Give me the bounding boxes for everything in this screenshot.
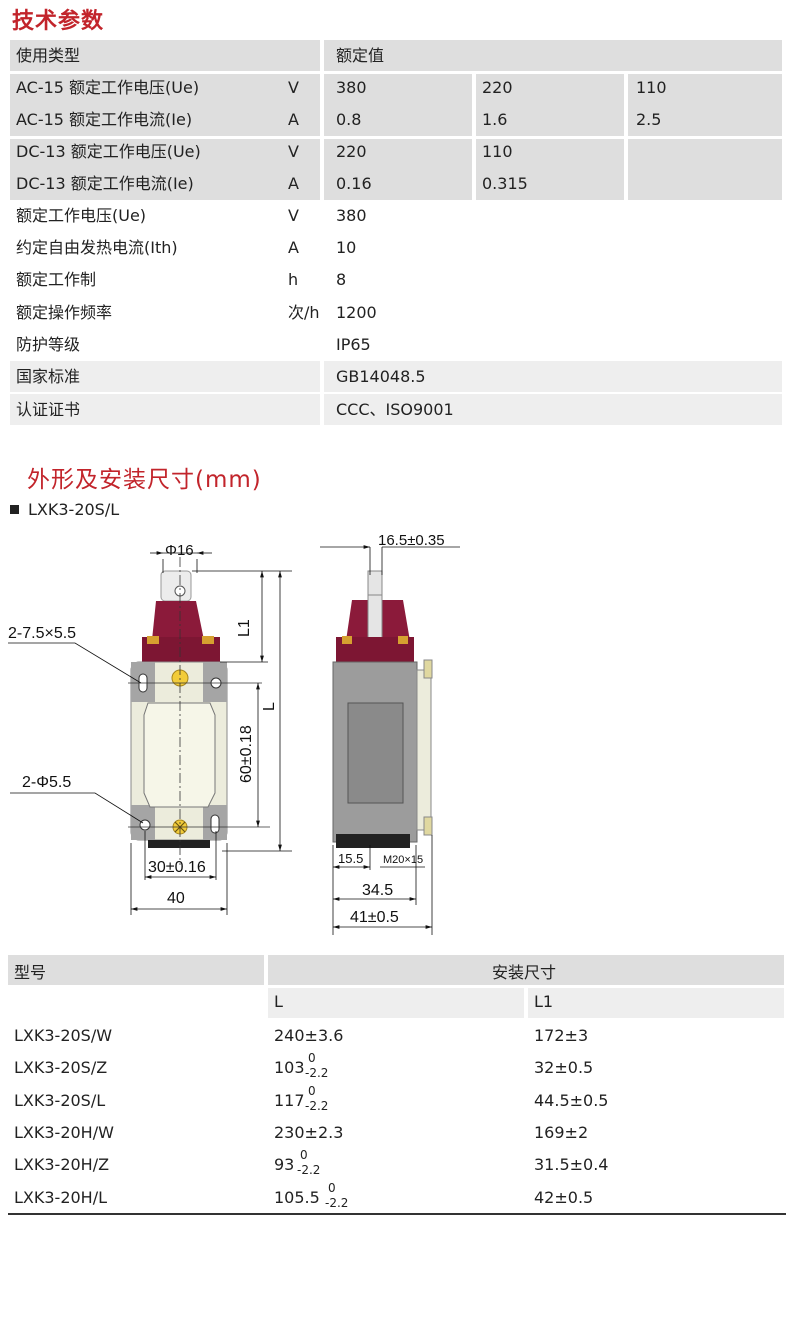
mount-col-L1: L1	[534, 992, 554, 1011]
spec-row-value: 1.6	[482, 110, 508, 129]
section-title-dimensions: 外形及安装尺寸(mm)	[27, 467, 262, 493]
spec-row-value: 8	[336, 270, 347, 289]
spec-row-name: 额定工作电压(Ue)	[16, 206, 147, 225]
mount-row-L-upper: 0	[300, 1148, 308, 1162]
mount-col-dim: 安装尺寸	[492, 963, 557, 982]
mount-row-L: 117	[274, 1091, 305, 1110]
spec-row-name: DC-13 额定工作电压(Ue)	[16, 142, 201, 161]
dim-slot: 2-7.5×5.5	[8, 625, 76, 642]
mount-row-L: 240±3.6	[274, 1026, 344, 1045]
dim-40: 40	[167, 890, 185, 907]
spec-row-value: CCC、ISO9001	[336, 400, 454, 419]
side-view	[320, 545, 460, 935]
mount-col-model: 型号	[14, 963, 47, 982]
spec-row-name: 防护等级	[16, 335, 81, 354]
bullet-square	[10, 505, 19, 514]
specs-header-type: 使用类型	[16, 46, 81, 65]
dim-15-5: 15.5	[338, 851, 363, 866]
mount-row-L1: 32±0.5	[534, 1058, 594, 1077]
mount-row-L-upper: 0	[308, 1084, 316, 1098]
mount-row-model: LXK3-20H/L	[14, 1188, 108, 1207]
dim-L1: L1	[236, 619, 253, 637]
dim-hole: 2-Φ5.5	[22, 774, 71, 791]
spec-row-name: 国家标准	[16, 367, 81, 386]
dim-34-5: 34.5	[362, 882, 393, 899]
spec-row-name: AC-15 额定工作电流(Ie)	[16, 110, 193, 129]
mount-row-L: 105.5	[274, 1188, 320, 1207]
mount-row-model: LXK3-20S/L	[14, 1091, 106, 1110]
mount-row-L1: 172±3	[534, 1026, 589, 1045]
dim-m20: M20×15	[383, 854, 423, 866]
spec-row-value: 380	[336, 78, 367, 97]
spec-row-value: 2.5	[636, 110, 662, 129]
mount-row-model: LXK3-20H/Z	[14, 1155, 110, 1174]
mount-row-model: LXK3-20S/W	[14, 1026, 113, 1045]
dim-30: 30±0.16	[148, 859, 206, 876]
spec-row-unit: A	[288, 110, 299, 129]
spec-row-name: AC-15 额定工作电压(Ue)	[16, 78, 200, 97]
dimension-drawing: Φ16 2-7.5×5.5 2-Φ5.5 L1 L 60±0.18 30±0.1…	[8, 532, 460, 935]
spec-row-name: 认证证书	[16, 400, 81, 419]
mount-row-L-lower: -2.2	[297, 1163, 321, 1177]
spec-row-name: 约定自由发热电流(Ith)	[16, 238, 178, 257]
spec-row-unit: A	[288, 238, 299, 257]
spec-row-unit: h	[288, 270, 299, 289]
spec-row-value: 220	[482, 78, 513, 97]
spec-row-unit: A	[288, 174, 299, 193]
mount-row-L1: 31.5±0.4	[534, 1155, 609, 1174]
spec-row-unit: V	[288, 78, 299, 97]
spec-row-value: 0.8	[336, 110, 362, 129]
spec-row-unit: V	[288, 142, 299, 161]
dim-60: 60±0.18	[238, 725, 255, 783]
spec-row-value: 380	[336, 206, 367, 225]
spec-row-value: 110	[482, 142, 513, 161]
mount-row-L: 93	[274, 1155, 295, 1174]
specs-header-rated: 额定值	[336, 46, 385, 65]
mount-row-L1: 169±2	[534, 1123, 589, 1142]
spec-row-value: GB14048.5	[336, 367, 426, 386]
mount-row-model: LXK3-20H/W	[14, 1123, 114, 1142]
spec-row-name: 额定操作频率	[16, 303, 113, 322]
front-view	[8, 551, 292, 915]
spec-row-name: 额定工作制	[16, 270, 97, 289]
mount-row-L1: 42±0.5	[534, 1188, 594, 1207]
spec-row-value: 110	[636, 78, 667, 97]
spec-row-unit: 次/h	[288, 303, 320, 322]
spec-row-unit: V	[288, 206, 299, 225]
mount-row-L-lower: -2.2	[325, 1196, 349, 1210]
mount-row-L: 230±2.3	[274, 1123, 344, 1142]
spec-row-value: 0.315	[482, 174, 528, 193]
spec-row-value: 10	[336, 238, 357, 257]
mount-row-L1: 44.5±0.5	[534, 1091, 609, 1110]
model-label: LXK3-20S/L	[28, 500, 120, 519]
mount-row-L-upper: 0	[308, 1051, 316, 1065]
spec-row-value: 1200	[336, 303, 377, 322]
dim-16-5: 16.5±0.35	[378, 532, 445, 549]
spec-row-value: 0.16	[336, 174, 372, 193]
dim-L: L	[261, 702, 278, 711]
dim-phi16: Φ16	[165, 542, 194, 559]
dim-41: 41±0.5	[350, 909, 399, 926]
mount-row-L-upper: 0	[328, 1181, 336, 1195]
mount-row-L-lower: -2.2	[305, 1066, 329, 1080]
mount-row-model: LXK3-20S/Z	[14, 1058, 108, 1077]
mount-row-L-lower: -2.2	[305, 1099, 329, 1113]
mount-row-L: 103	[274, 1058, 305, 1077]
spec-row-name: DC-13 额定工作电流(Ie)	[16, 174, 194, 193]
section-title-specs: 技术参数	[12, 9, 105, 34]
mount-col-L: L	[274, 992, 283, 1011]
spec-row-value: 220	[336, 142, 367, 161]
spec-row-value: IP65	[336, 335, 371, 354]
